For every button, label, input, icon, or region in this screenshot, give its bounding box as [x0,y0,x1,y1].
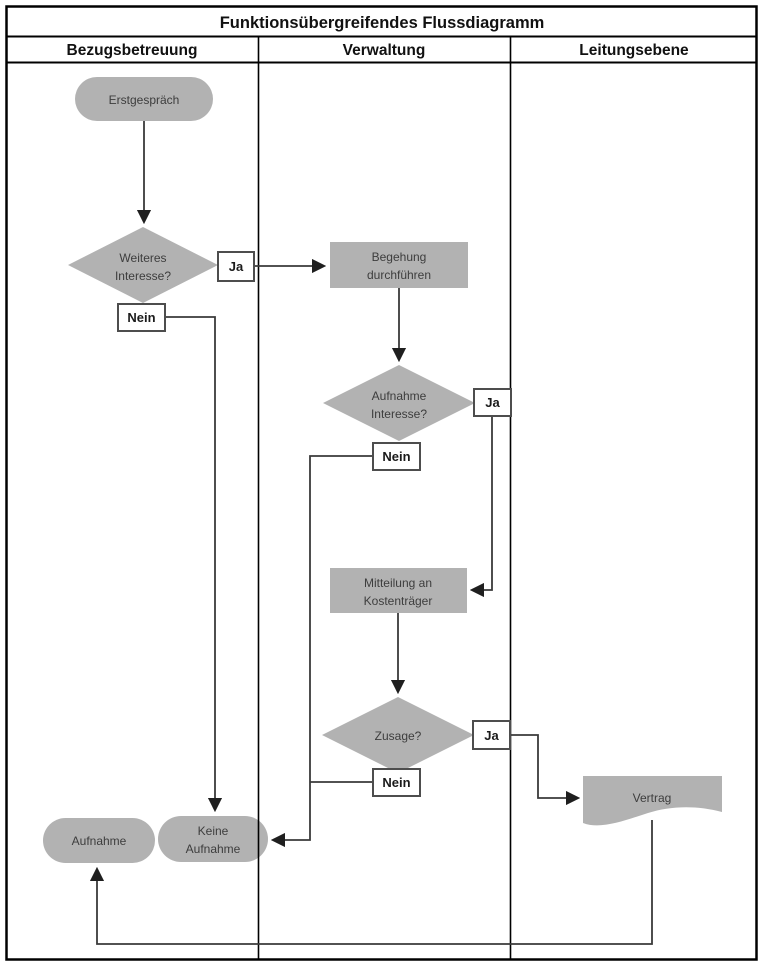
node-label-line2: Kostenträger [364,594,433,608]
swimlane-frame: Funktionsübergreifendes Flussdiagramm Be… [5,5,758,961]
branch-label: Ja [229,259,244,274]
process-shape [330,242,468,288]
node-label: Vertrag [633,791,672,805]
node-keine-aufnahme: Keine Aufnahme [158,816,268,862]
node-erstgespraech: Erstgespräch [75,77,213,121]
terminator-shape [75,77,213,121]
edge-ja-to-mitteilung [469,416,493,598]
node-label-line2: durchführen [367,268,431,282]
branch-label-ja-1: Ja [217,251,255,282]
node-aufnahme-interesse: Aufnahme Interesse? [323,365,475,441]
node-begehung: Begehung durchführen [330,242,468,288]
edge-nein-to-keine-aufnahme [165,316,223,813]
connectors [89,121,653,945]
branch-label-ja-3: Ja [472,720,511,750]
document-shape [583,776,722,826]
branch-label-nein-1: Nein [117,303,166,332]
branch-label: Nein [382,775,410,790]
branch-label-ja-2: Ja [473,388,512,417]
node-label-line1: Keine [198,824,229,838]
process-shape [330,568,467,613]
node-vertrag: Vertrag [583,776,722,826]
branch-box [472,720,511,750]
node-mitteilung-kostentraeger: Mitteilung an Kostenträger [330,568,467,613]
diagram-title: Funktionsübergreifendes Flussdiagramm [220,14,545,32]
edge-vertrag-to-aufnahme [89,820,653,945]
node-label: Aufnahme [72,834,127,848]
node-zusage: Zusage? [322,697,474,773]
node-label-line1: Mitteilung an [364,576,432,590]
lane-header-verwaltung: Verwaltung [343,42,426,59]
branch-label-nein-3: Nein [372,768,421,797]
lane-header-leitungsebene: Leitungsebene [579,42,689,59]
node-label-line1: Begehung [372,250,427,264]
branch-label: Ja [484,728,499,743]
edge-nein-to-keine-aufnahme-right [270,455,373,848]
node-label: Erstgespräch [109,93,180,107]
node-label-line2: Interesse? [115,269,171,283]
decision-shape [323,365,475,441]
terminator-shape [158,816,268,862]
decision-shape [68,227,218,303]
edge-ja-to-vertrag [510,734,581,806]
branch-label: Nein [127,310,155,325]
node-weiteres-interesse: Weiteres Interesse? [68,227,218,303]
branch-box [372,442,421,471]
node-aufnahme: Aufnahme [43,818,155,863]
node-label-line2: Aufnahme [186,842,241,856]
node-label-line2: Interesse? [371,407,427,421]
node-label: Zusage? [375,729,422,743]
lane-header-bezugsbetreuung: Bezugsbetreuung [67,42,198,59]
branch-label-nein-2: Nein [372,442,421,471]
branch-label: Nein [382,449,410,464]
branch-box [473,388,512,417]
branch-label: Ja [485,395,500,410]
decision-shape [322,697,474,773]
branch-box [372,768,421,797]
node-label-line1: Weiteres [119,251,166,265]
node-label-line1: Aufnahme [372,389,427,403]
terminator-shape [43,818,155,863]
branch-box [217,251,255,282]
branch-box [117,303,166,332]
outer-border [5,5,758,961]
